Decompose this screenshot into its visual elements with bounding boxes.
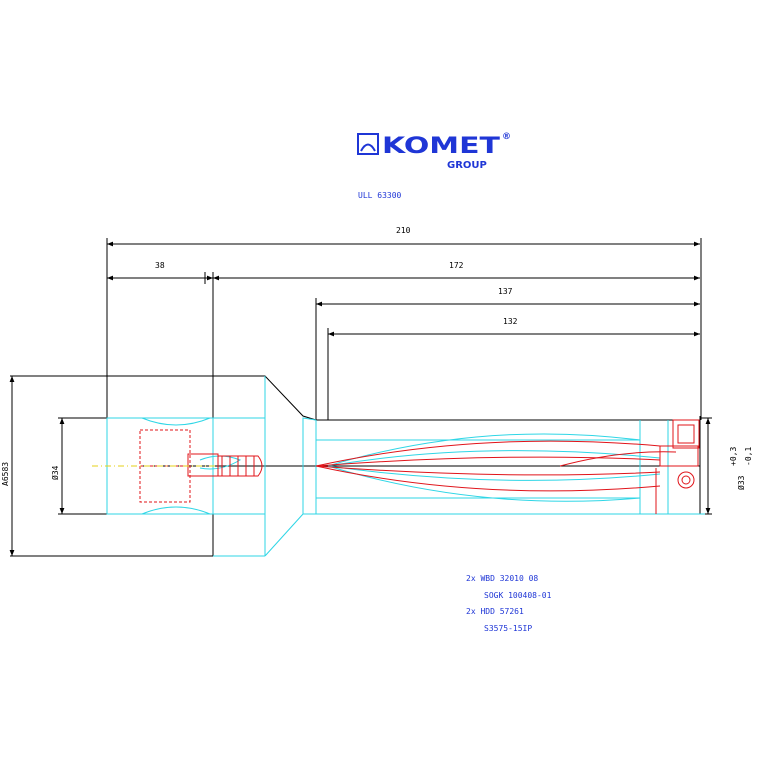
tool-body	[106, 376, 705, 557]
dim-label-shank-diameter: Ø34	[50, 465, 60, 480]
dim-label-cutting-diameter: Ø33	[736, 475, 746, 490]
dimension-total-length: 210	[107, 226, 700, 247]
parts-notes: 2x WBD 32010 08 SOGK 100408-01 2x HDD 57…	[466, 574, 552, 633]
dimension-length-137: 137	[316, 287, 700, 307]
note-line-4: S3575-15IP	[484, 624, 532, 633]
dimension-body-length: 172	[213, 261, 700, 281]
dim-label-132: 132	[503, 317, 518, 326]
dim-label-shank: 38	[155, 261, 165, 270]
dim-label-137: 137	[498, 287, 513, 296]
komet-logo: KOMET ® GROUP	[357, 132, 511, 171]
dim-label-tol-upper: +0,3	[729, 447, 738, 466]
logo-group: GROUP	[447, 160, 487, 171]
dimension-shank-diameter: Ø34	[50, 417, 107, 515]
logo-brand: KOMET	[382, 134, 500, 159]
dim-label-tol-lower: -0,1	[744, 447, 753, 466]
note-line-1: 2x WBD 32010 08	[466, 574, 538, 583]
logo-registered: ®	[502, 132, 511, 142]
note-line-2: SOGK 100408-01	[484, 591, 552, 600]
part-number: ULL 63300	[358, 191, 402, 200]
dim-label-total: 210	[396, 226, 411, 235]
dim-label-body: 172	[449, 261, 464, 270]
extension-lines	[106, 238, 702, 556]
dimension-shank-length: 38	[107, 261, 213, 281]
dimension-length-132: 132	[328, 317, 700, 337]
komet-logo-icon	[357, 133, 379, 155]
dimension-cutting-diameter: Ø33 +0,3 -0,1	[701, 417, 753, 515]
tool-outline	[106, 375, 701, 556]
note-line-3: 2x HDD 57261	[466, 607, 524, 616]
dim-label-flange: A6583	[1, 462, 10, 486]
hidden-details	[139, 419, 700, 514]
